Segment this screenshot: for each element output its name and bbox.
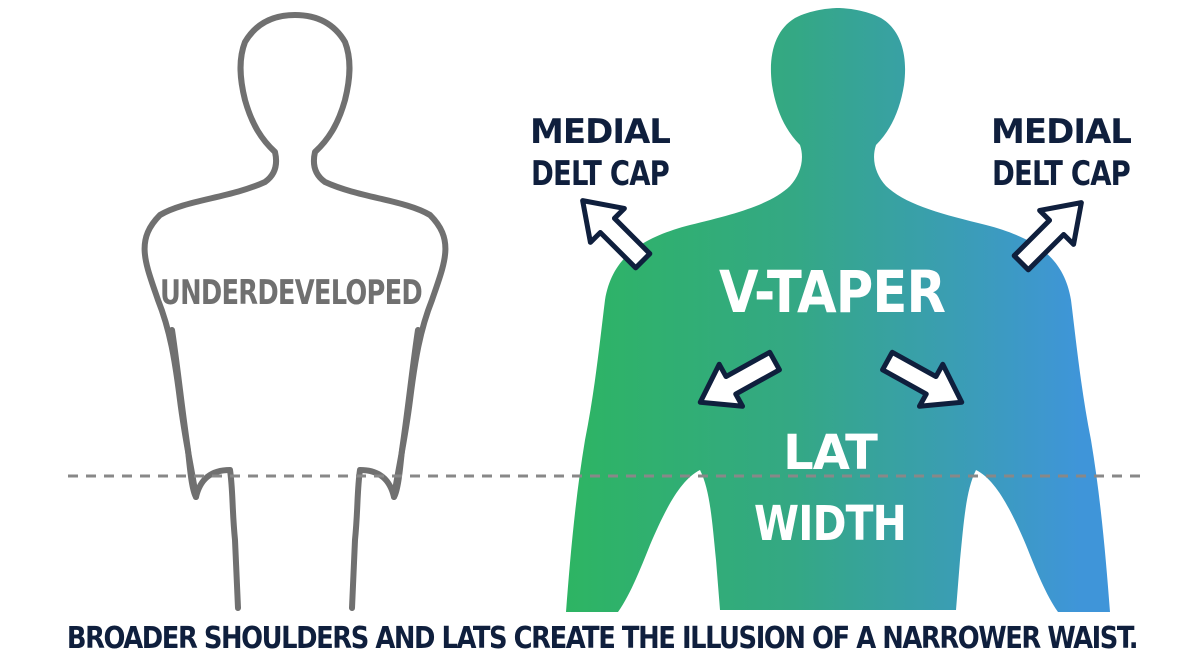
underdeveloped-label: UNDERDEVELOPED [160, 273, 422, 313]
left-callout-line1: MEDIAL [530, 112, 670, 152]
v-taper-headline: V-TAPER [719, 258, 945, 326]
left-lat-arrow-icon [697, 349, 782, 409]
caption-text: BROADER SHOULDERS AND LATS CREATE THE IL… [66, 621, 1139, 656]
right-callout-line2: DELT CAP [992, 154, 1130, 194]
v-taper-body-silhouette [566, 8, 1110, 612]
left-callout-line2: DELT CAP [531, 154, 669, 194]
lat-width-label-line1: LAT [783, 425, 878, 481]
left-delt-arrow-icon [580, 198, 653, 271]
right-callout-line1: MEDIAL [991, 112, 1131, 152]
right-lat-arrow-icon [880, 349, 965, 409]
underdeveloped-right-arm-line [391, 327, 421, 500]
underdeveloped-left-arm-line [169, 327, 199, 500]
right-delt-arrow-icon [1011, 200, 1084, 273]
lat-width-label-line2: WIDTH [754, 496, 906, 552]
